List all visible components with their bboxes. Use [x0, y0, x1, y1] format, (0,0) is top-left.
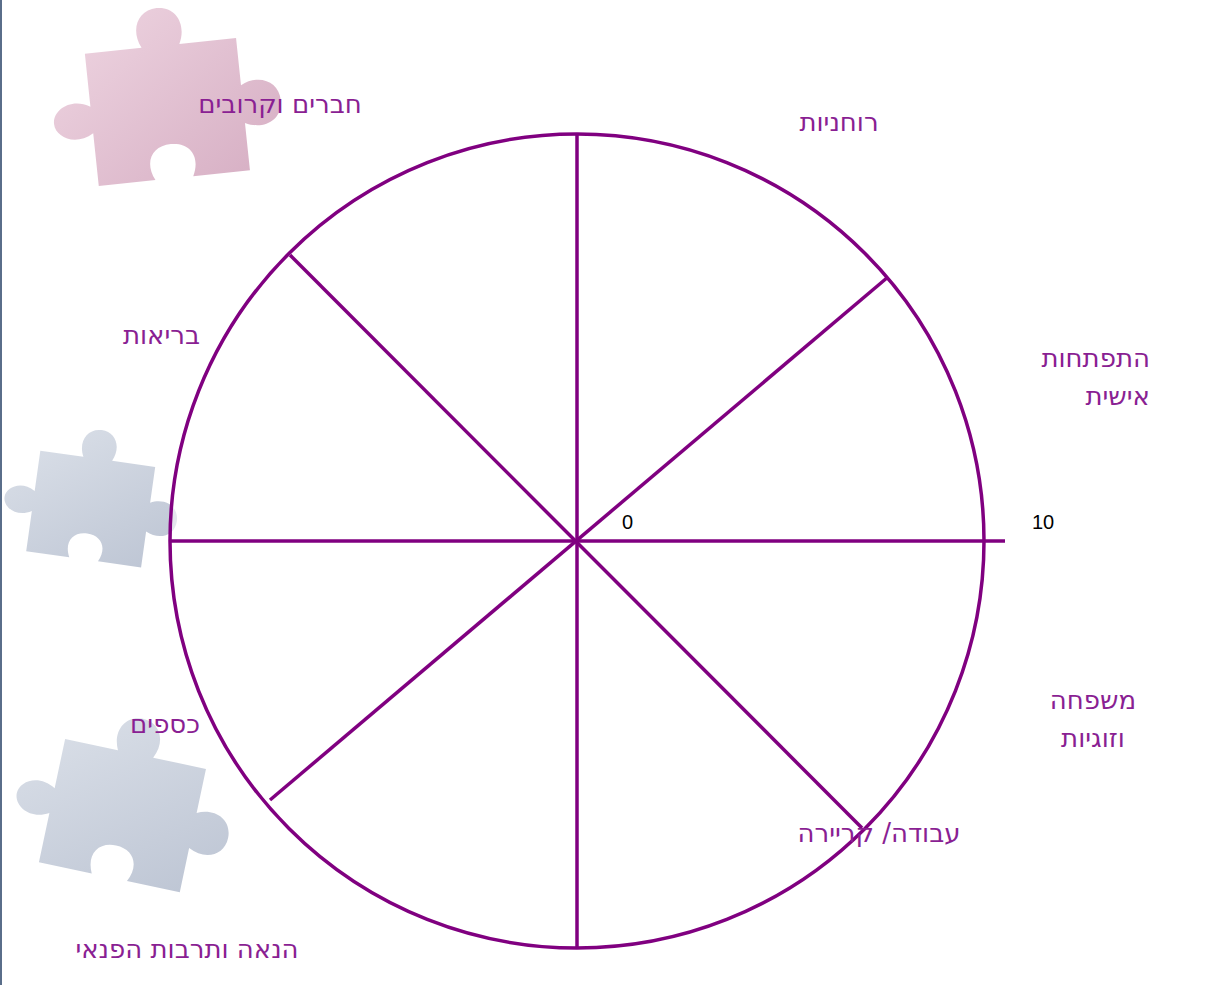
page-border	[0, 0, 2, 985]
sector-label: כספים	[130, 706, 200, 744]
sector-label: רוחניות	[799, 104, 878, 142]
sector-label: משפחה וזוגיות	[1050, 682, 1136, 757]
scale-number: 10	[1030, 510, 1056, 534]
sector-label: עבודה/ קריירה	[797, 815, 960, 853]
sector-label: חברים וקרובים	[198, 86, 361, 124]
sector-label: הנאה ותרבות הפנאי	[75, 931, 298, 969]
puzzle-piece	[0, 418, 188, 571]
puzzle-piece	[4, 696, 249, 899]
scale-number: 0	[620, 510, 635, 534]
wheel	[170, 134, 1005, 948]
sector-label: בריאות	[123, 317, 200, 355]
sector-label: התפתחות אישית	[1041, 340, 1150, 415]
